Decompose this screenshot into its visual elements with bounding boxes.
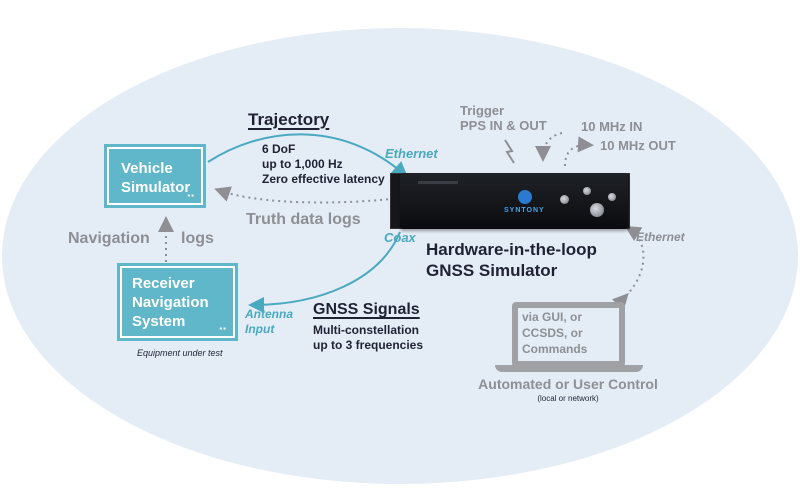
mhz-in-arrow: [535, 132, 563, 162]
mhz-out-arrow: [564, 136, 594, 167]
gnss-signals-title: GNSS Signals: [313, 301, 420, 318]
antenna-input-label: Antenna Input: [245, 307, 293, 337]
laptop-line2: CCSDS, or: [522, 326, 583, 340]
ethernet-right-label: Ethernet: [636, 230, 685, 244]
receiver-line2: Navigation: [132, 294, 209, 311]
laptop-line3: Commands: [522, 342, 588, 356]
truth-logs-arrow: [214, 186, 401, 204]
simulator-title: Hardware-in-the-loop GNSS Simulator: [426, 239, 597, 281]
laptop-line1: via GUI, or: [522, 310, 583, 324]
trajectory-line1: 6 DoF: [262, 142, 296, 156]
receiver-line1: Receiver: [132, 275, 195, 292]
simulator-line1: Hardware-in-the-loop: [426, 240, 597, 259]
gnss-signal-arrow: [248, 231, 401, 313]
mhz-out-label: 10 MHz OUT: [600, 138, 676, 153]
connector-icon: [560, 195, 569, 204]
receiver-navigation-box: Receiver Navigation System ▪▪: [120, 266, 235, 338]
ethernet-left-label: Ethernet: [385, 146, 438, 161]
connector-icon: [583, 187, 591, 195]
antenna-line2: Input: [245, 322, 275, 336]
gnss-signals-details: Multi-constellation up to 3 frequencies: [313, 323, 423, 353]
laptop-base: [495, 365, 643, 372]
trigger-label: Trigger PPS IN & OUT: [460, 103, 547, 133]
logs-label: logs: [181, 230, 214, 247]
control-subtitle: (local or network): [537, 394, 599, 403]
truth-logs-label: Truth data logs: [246, 211, 361, 228]
brand-label: SYNTONY: [504, 207, 545, 214]
background-ellipse: [2, 28, 798, 484]
trigger-line2: PPS IN & OUT: [460, 118, 547, 133]
trajectory-details: 6 DoF up to 1,000 Hz Zero effective late…: [262, 142, 385, 187]
gnss-line1: Multi-constellation: [313, 323, 419, 337]
vehicle-simulator-line2: Simulator: [121, 179, 191, 196]
equipment-caption: Equipment under test: [137, 348, 223, 358]
trigger-lightning-icon: [504, 139, 515, 164]
brand-logo-icon: [518, 190, 532, 204]
mhz-in-label: 10 MHz IN: [581, 119, 643, 134]
laptop-text: via GUI, or CCSDS, or Commands: [522, 309, 617, 357]
connector-icon: [590, 203, 604, 217]
coax-label: Coax: [384, 230, 416, 245]
antenna-line1: Antenna: [245, 307, 293, 321]
trajectory-arrow: [207, 133, 409, 178]
connector-icon: [608, 193, 616, 201]
trajectory-line2: up to 1,000 Hz: [262, 157, 343, 171]
receiver-line3: System: [132, 313, 186, 330]
gnss-simulator-hardware: SYNTONY: [400, 173, 628, 229]
trajectory-title: Trajectory: [248, 110, 330, 129]
laptop-icon: [512, 302, 625, 367]
vehicle-simulator-line1: Vehicle: [121, 160, 173, 177]
laptop-ethernet-arrow: [611, 225, 645, 311]
control-title: Automated or User Control: [478, 376, 658, 392]
trigger-line1: Trigger: [460, 103, 505, 118]
trajectory-line3: Zero effective latency: [262, 172, 385, 186]
navigation-label: Navigation: [68, 230, 150, 247]
vehicle-simulator-box: Vehicle Simulator ▪▪: [107, 147, 203, 205]
simulator-line2: GNSS Simulator: [426, 261, 558, 280]
gnss-line2: up to 3 frequencies: [313, 338, 424, 352]
